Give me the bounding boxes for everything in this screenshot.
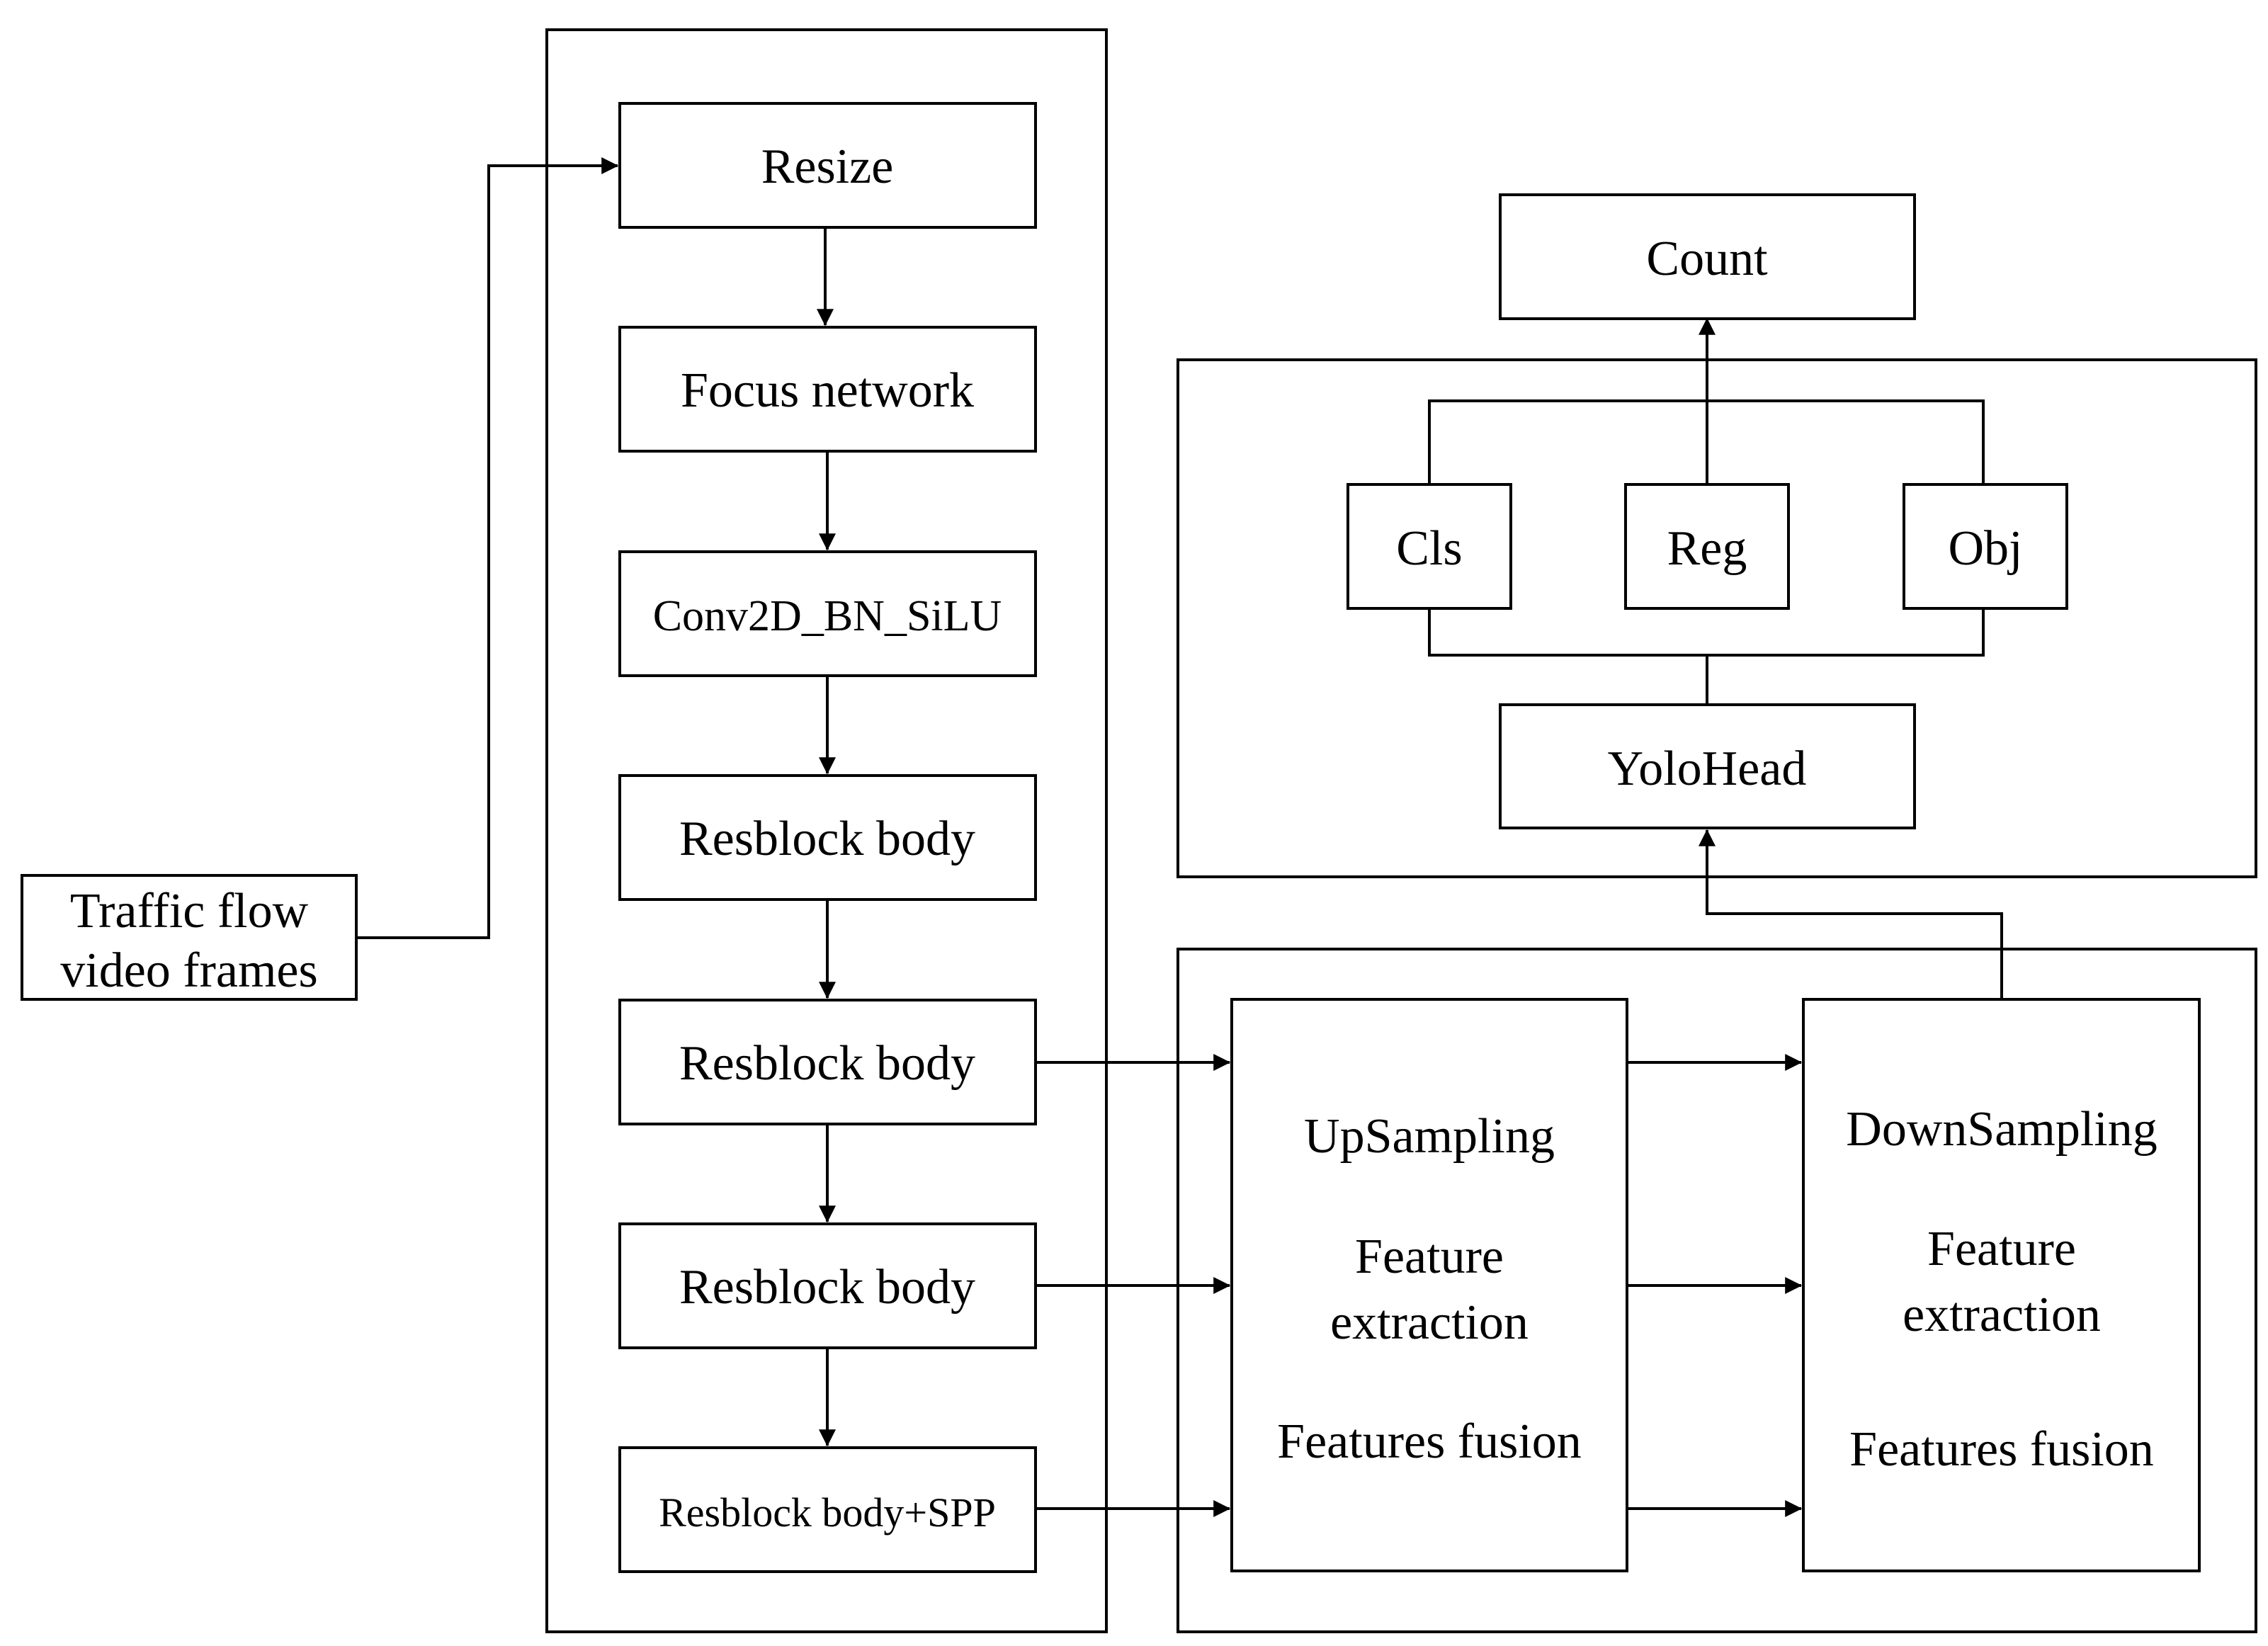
backbone-block-label: Focus network <box>681 363 974 418</box>
head-branch-reg: Reg <box>1624 483 1790 610</box>
yolohead-label: YoloHead <box>1608 742 1807 796</box>
backbone-block-resblock-spp: Resblock body+SPP <box>618 1446 1037 1573</box>
backbone-block-resblock-1: Resblock body <box>618 774 1037 901</box>
count-output-block: Count <box>1499 193 1916 320</box>
count-label: Count <box>1646 232 1768 286</box>
branch-label: Reg <box>1667 521 1747 576</box>
backbone-block-label: Resblock body <box>679 812 975 866</box>
backbone-block-resblock-2: Resblock body <box>618 999 1037 1125</box>
backbone-block-label: Resblock body <box>679 1260 975 1315</box>
backbone-block-resblock-3: Resblock body <box>618 1222 1037 1349</box>
backbone-block-resize: Resize <box>618 102 1037 229</box>
backbone-block-label: Resblock body+SPP <box>659 1489 996 1536</box>
upsampling-title: UpSampling <box>1304 1109 1555 1164</box>
head-branch-obj: Obj <box>1903 483 2068 610</box>
neck-frame <box>1176 948 2257 1633</box>
head-branch-connectors <box>1428 317 1985 705</box>
head-frame <box>1176 358 2257 878</box>
input-label-line2: video frames <box>60 943 317 998</box>
backbone-block-label: Resblock body <box>679 1036 975 1091</box>
downsampling-title: DownSampling <box>1846 1102 2157 1157</box>
upsampling-line2: Feature <box>1355 1230 1504 1284</box>
backbone-block-label: Conv2D_BN_SiLU <box>653 592 1002 640</box>
branch-label: Cls <box>1396 521 1462 576</box>
backbone-block-conv: Conv2D_BN_SiLU <box>618 550 1037 677</box>
backbone-to-neck-arrows <box>1036 1054 1231 1517</box>
branch-label: Obj <box>1949 521 2023 576</box>
backbone-block-focus: Focus network <box>618 326 1037 453</box>
up-to-down-arrows <box>1627 1054 1803 1517</box>
downsampling-block: DownSampling Feature extraction Features… <box>1802 998 2201 1572</box>
backbone-block-label: Resize <box>761 140 894 194</box>
neck-to-yolohead-arrow <box>1699 829 2003 999</box>
upsampling-block: UpSampling Feature extraction Features f… <box>1230 998 1628 1572</box>
downsampling-line4: Features fusion <box>1849 1422 2154 1477</box>
backbone-arrows <box>817 227 836 1447</box>
upsampling-line4: Features fusion <box>1277 1414 1582 1469</box>
input-to-resize-arrow <box>356 157 619 939</box>
backbone-frame <box>545 28 1108 1633</box>
input-box: Traffic flow video frames <box>21 874 358 1001</box>
upsampling-line3: extraction <box>1330 1295 1529 1350</box>
head-branch-cls: Cls <box>1346 483 1512 610</box>
downsampling-line2: Feature <box>1927 1222 2076 1276</box>
yolohead-block: YoloHead <box>1499 703 1916 829</box>
downsampling-line3: extraction <box>1903 1288 2101 1342</box>
input-label-line1: Traffic flow <box>70 884 309 938</box>
